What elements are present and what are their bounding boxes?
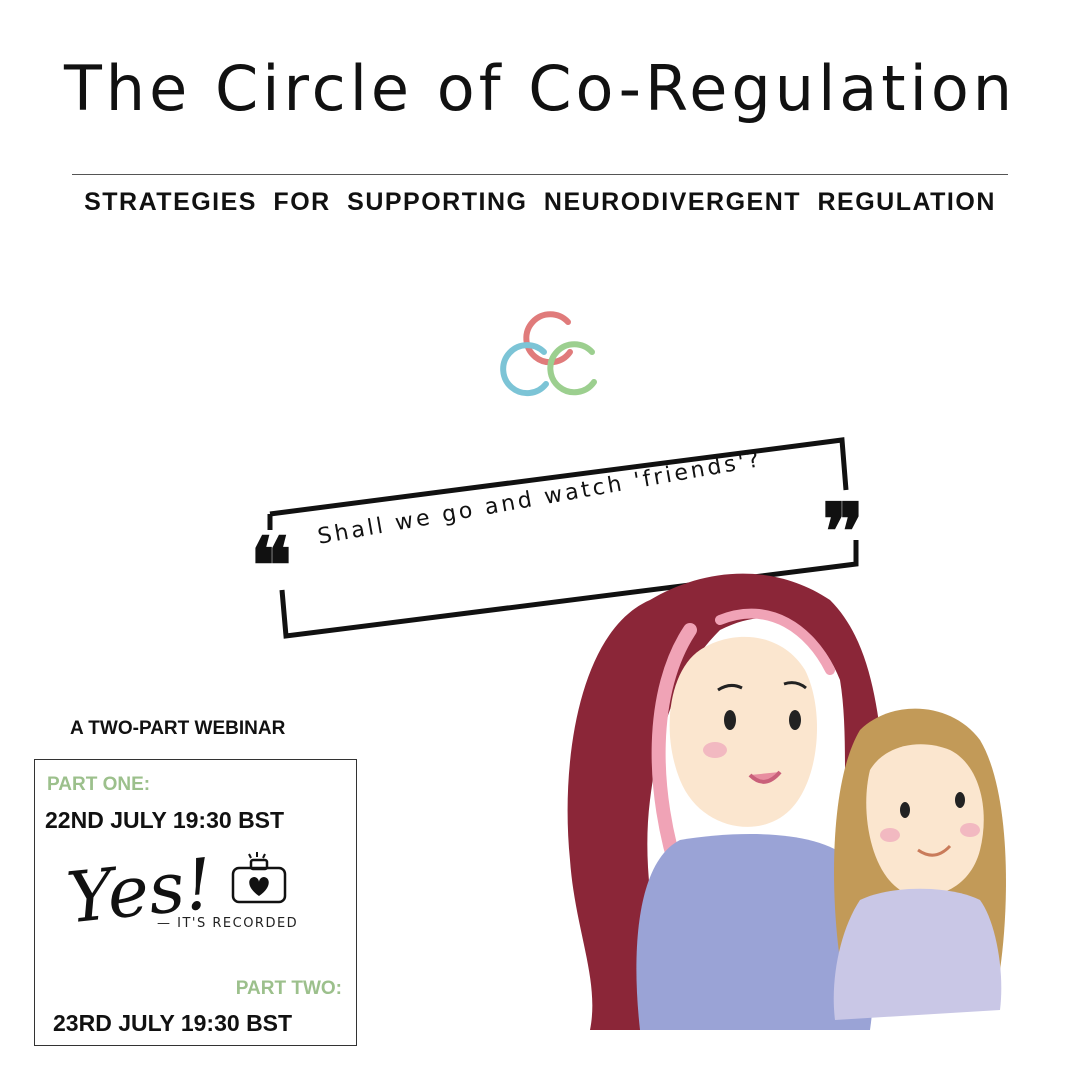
camera-heart-icon [231, 852, 287, 904]
part-two-label: PART TWO: [235, 978, 342, 999]
title-divider [72, 174, 1008, 175]
quote-frame [267, 437, 859, 639]
three-rings-logo-icon [500, 311, 597, 397]
part-two-date: 23RD JULY 19:30 BST [53, 1010, 293, 1036]
page-title: The Circle of Co-Regulation [63, 52, 1017, 125]
part-one-label: PART ONE: [47, 774, 151, 795]
webinar-dates-card: PART ONE: 22ND JULY 19:30 BST Yes! — IT'… [34, 759, 357, 1046]
open-quote-icon: ❝ [250, 521, 292, 612]
part-one-date: 22ND JULY 19:30 BST [45, 807, 285, 833]
page-subtitle: STRATEGIES FOR SUPPORTING NEURODIVERGENT… [84, 188, 996, 216]
recorded-note: — IT'S RECORDED [157, 916, 299, 931]
webinar-label: A TWO-PART WEBINAR [70, 718, 286, 739]
mother-and-child-illustration [567, 573, 1006, 1030]
close-quote-icon: ❞ [822, 487, 864, 578]
